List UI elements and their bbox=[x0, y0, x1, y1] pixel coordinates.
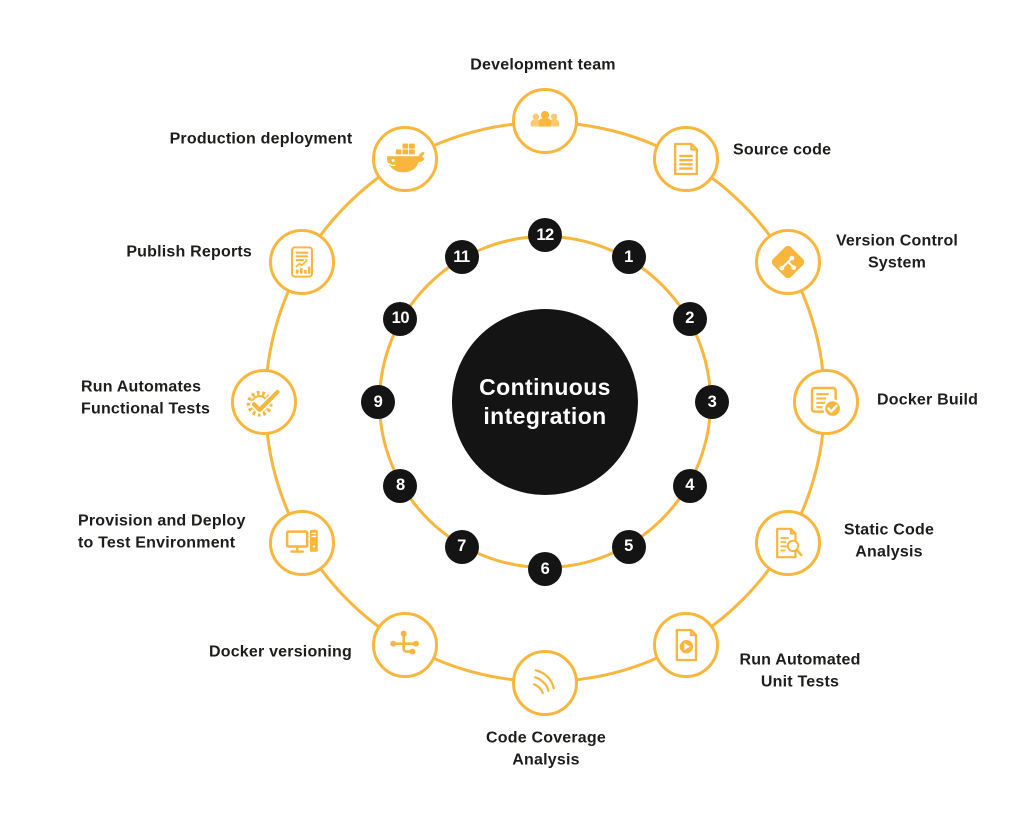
step-number-badge-4: 4 bbox=[672, 468, 707, 503]
node-docker-versioning bbox=[371, 612, 438, 679]
coverage-icon bbox=[524, 662, 566, 704]
center-circle: Continuous integration bbox=[452, 309, 638, 495]
step-number-badge-6: 6 bbox=[528, 552, 562, 586]
label-publish-reports: Publish Reports bbox=[126, 243, 252, 261]
team-icon bbox=[526, 102, 564, 140]
node-production-deployment bbox=[371, 125, 438, 192]
node-docker-build bbox=[793, 369, 859, 435]
label-version-control-system: Version Control System bbox=[835, 232, 959, 272]
label-code-coverage-analysis: Code Coverage Analysis bbox=[486, 729, 606, 769]
report-icon bbox=[282, 242, 322, 282]
source-code-icon bbox=[666, 139, 706, 179]
label-production-deployment: Production deployment bbox=[169, 130, 353, 148]
docker-build-icon bbox=[805, 381, 847, 423]
label-development-team: Development team bbox=[470, 56, 616, 74]
center-title-line-2: integration bbox=[483, 403, 607, 429]
computer-icon bbox=[281, 522, 323, 564]
node-run-automates-functional-tests bbox=[231, 369, 297, 435]
label-source-code: Source code bbox=[733, 141, 832, 159]
step-number-badge-2: 2 bbox=[672, 301, 707, 336]
gear-check-icon bbox=[243, 381, 285, 423]
git-icon bbox=[767, 241, 809, 283]
step-number-badge-9: 9 bbox=[361, 385, 395, 419]
label-static-code-analysis: Static Code Analysis bbox=[843, 521, 935, 561]
step-number-badge-1: 1 bbox=[611, 240, 646, 275]
node-source-code bbox=[652, 125, 719, 192]
label-run-automated-unit-tests: Run Automated Unit Tests bbox=[739, 651, 861, 691]
versioning-icon bbox=[384, 624, 426, 666]
label-docker-build: Docker Build bbox=[877, 391, 979, 409]
static-analysis-icon bbox=[768, 523, 808, 563]
step-number-badge-12: 12 bbox=[528, 218, 562, 252]
step-number-badge-8: 8 bbox=[383, 468, 418, 503]
label-run-automates-functional-tests: Run Automates Functional Tests bbox=[81, 378, 211, 418]
node-publish-reports bbox=[268, 228, 335, 295]
node-provision-and-deploy-to-test-environment bbox=[268, 509, 335, 576]
step-number-badge-10: 10 bbox=[383, 301, 418, 336]
label-provision-and-deploy-to-test-environment: Provision and Deploy to Test Environment bbox=[78, 512, 246, 552]
docker-whale-icon bbox=[383, 137, 427, 181]
label-docker-versioning: Docker versioning bbox=[208, 643, 352, 661]
center-title-line-1: Continuous bbox=[479, 374, 611, 400]
step-number-badge-3: 3 bbox=[695, 385, 729, 419]
node-development-team bbox=[512, 88, 578, 154]
step-number-badge-11: 11 bbox=[444, 240, 479, 275]
unit-tests-icon bbox=[666, 625, 706, 665]
step-number-badge-5: 5 bbox=[611, 529, 646, 564]
step-number-badge-7: 7 bbox=[444, 529, 479, 564]
node-static-code-analysis bbox=[755, 509, 822, 576]
node-code-coverage-analysis bbox=[512, 650, 578, 716]
node-version-control-system bbox=[755, 228, 822, 295]
node-run-automated-unit-tests bbox=[652, 612, 719, 679]
